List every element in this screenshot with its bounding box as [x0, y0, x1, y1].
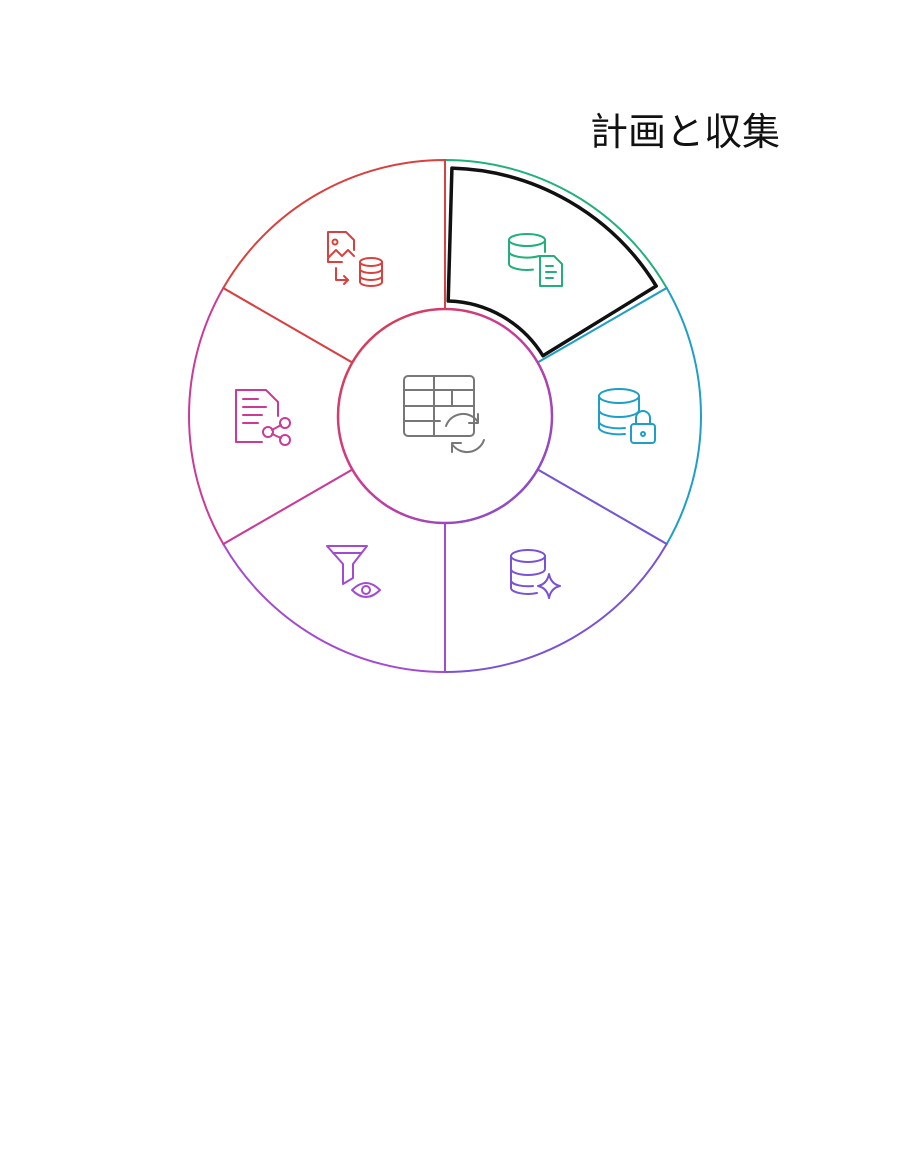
table-sync-icon — [403, 375, 485, 454]
selected-segment-outline — [446, 166, 658, 358]
filter-eye-icon — [326, 545, 381, 598]
document-share-icon — [235, 389, 291, 446]
database-document-icon — [508, 233, 563, 287]
center-circle — [336, 307, 554, 525]
database-sparkle-icon — [510, 549, 561, 599]
image-to-database-icon — [327, 231, 383, 287]
highlighted-segment-label: 計画と収集 — [590, 110, 780, 154]
database-lock-icon — [598, 388, 656, 444]
